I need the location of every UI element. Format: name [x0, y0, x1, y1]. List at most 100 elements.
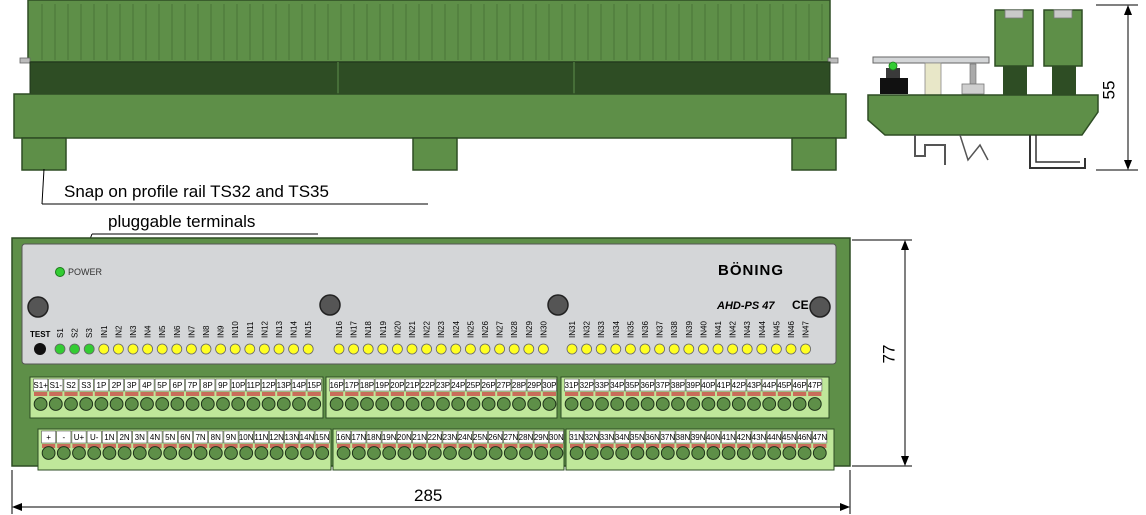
terminal-release[interactable] — [406, 392, 420, 396]
terminal-screw[interactable] — [630, 446, 645, 460]
terminal-release[interactable] — [155, 392, 169, 396]
terminal-release[interactable] — [732, 392, 746, 396]
terminal-screw[interactable] — [767, 446, 782, 460]
terminal-release[interactable] — [443, 444, 457, 448]
terminal-screw[interactable] — [686, 397, 701, 411]
terminal-screw[interactable] — [564, 397, 579, 411]
terminal-screw[interactable] — [216, 397, 230, 411]
terminal-release[interactable] — [717, 392, 731, 396]
terminal-screw[interactable] — [443, 446, 457, 460]
terminal-screw[interactable] — [615, 446, 630, 460]
terminal-screw[interactable] — [94, 397, 109, 411]
terminal-release[interactable] — [782, 444, 796, 448]
terminal-screw[interactable] — [336, 446, 351, 460]
terminal-release[interactable] — [466, 392, 480, 396]
terminal-screw[interactable] — [224, 446, 238, 460]
terminal-release[interactable] — [691, 444, 705, 448]
terminal-release[interactable] — [163, 444, 177, 448]
terminal-release[interactable] — [285, 444, 299, 448]
terminal-screw[interactable] — [595, 397, 609, 411]
terminal-release[interactable] — [360, 392, 374, 396]
terminal-release[interactable] — [585, 444, 599, 448]
terminal-release[interactable] — [630, 444, 644, 448]
terminal-release[interactable] — [762, 392, 776, 396]
terminal-release[interactable] — [489, 444, 503, 448]
terminal-screw[interactable] — [782, 446, 797, 460]
terminal-release[interactable] — [178, 444, 192, 448]
terminal-release[interactable] — [64, 392, 78, 396]
terminal-screw[interactable] — [488, 446, 503, 460]
terminal-screw[interactable] — [792, 397, 807, 411]
terminal-release[interactable] — [595, 392, 609, 396]
terminal-screw[interactable] — [640, 397, 655, 411]
terminal-screw[interactable] — [148, 446, 162, 460]
terminal-screw[interactable] — [261, 397, 276, 411]
terminal-release[interactable] — [102, 444, 116, 448]
terminal-screw[interactable] — [481, 397, 496, 411]
terminal-release[interactable] — [767, 444, 781, 448]
terminal-screw[interactable] — [382, 446, 397, 460]
test-button[interactable] — [34, 343, 46, 355]
terminal-screw[interactable] — [691, 446, 706, 460]
terminal-screw[interactable] — [716, 397, 731, 411]
terminal-release[interactable] — [345, 392, 359, 396]
terminal-screw[interactable] — [625, 397, 640, 411]
terminal-release[interactable] — [671, 392, 685, 396]
terminal-screw[interactable] — [170, 397, 185, 411]
terminal-screw[interactable] — [610, 397, 625, 411]
terminal-release[interactable] — [42, 444, 56, 448]
terminal-screw[interactable] — [527, 397, 542, 411]
terminal-screw[interactable] — [200, 397, 215, 411]
terminal-screw[interactable] — [132, 446, 147, 460]
terminal-release[interactable] — [246, 392, 260, 396]
terminal-screw[interactable] — [64, 397, 78, 411]
terminal-screw[interactable] — [706, 446, 721, 460]
terminal-screw[interactable] — [390, 397, 405, 411]
terminal-release[interactable] — [254, 444, 268, 448]
terminal-release[interactable] — [209, 444, 223, 448]
terminal-screw[interactable] — [246, 397, 261, 411]
terminal-release[interactable] — [118, 444, 132, 448]
terminal-screw[interactable] — [519, 446, 533, 460]
terminal-screw[interactable] — [812, 446, 827, 460]
terminal-screw[interactable] — [360, 397, 374, 411]
terminal-release[interactable] — [600, 444, 614, 448]
terminal-screw[interactable] — [645, 446, 660, 460]
terminal-screw[interactable] — [579, 397, 594, 411]
terminal-screw[interactable] — [79, 397, 94, 411]
terminal-release[interactable] — [79, 392, 93, 396]
terminal-release[interactable] — [307, 392, 321, 396]
terminal-release[interactable] — [565, 392, 579, 396]
terminal-release[interactable] — [798, 444, 812, 448]
terminal-release[interactable] — [752, 444, 766, 448]
terminal-screw[interactable] — [56, 446, 71, 460]
terminal-release[interactable] — [224, 444, 238, 448]
terminal-release[interactable] — [140, 392, 154, 396]
terminal-release[interactable] — [722, 444, 736, 448]
terminal-screw[interactable] — [542, 397, 557, 411]
terminal-screw[interactable] — [367, 446, 381, 460]
terminal-screw[interactable] — [231, 397, 246, 411]
terminal-release[interactable] — [330, 392, 344, 396]
terminal-release[interactable] — [656, 392, 670, 396]
terminal-screw[interactable] — [655, 397, 670, 411]
terminal-release[interactable] — [57, 444, 71, 448]
terminal-screw[interactable] — [584, 446, 599, 460]
terminal-screw[interactable] — [473, 446, 488, 460]
terminal-screw[interactable] — [777, 397, 792, 411]
terminal-screw[interactable] — [671, 397, 685, 411]
terminal-release[interactable] — [277, 392, 291, 396]
terminal-release[interactable] — [216, 392, 230, 396]
terminal-release[interactable] — [428, 444, 442, 448]
terminal-release[interactable] — [49, 392, 63, 396]
terminal-release[interactable] — [497, 392, 511, 396]
terminal-release[interactable] — [610, 392, 624, 396]
terminal-release[interactable] — [262, 392, 276, 396]
terminal-release[interactable] — [549, 444, 563, 448]
terminal-release[interactable] — [413, 444, 427, 448]
terminal-screw[interactable] — [124, 397, 139, 411]
terminal-screw[interactable] — [600, 446, 614, 460]
terminal-screw[interactable] — [163, 446, 178, 460]
terminal-release[interactable] — [808, 392, 822, 396]
terminal-screw[interactable] — [676, 446, 690, 460]
